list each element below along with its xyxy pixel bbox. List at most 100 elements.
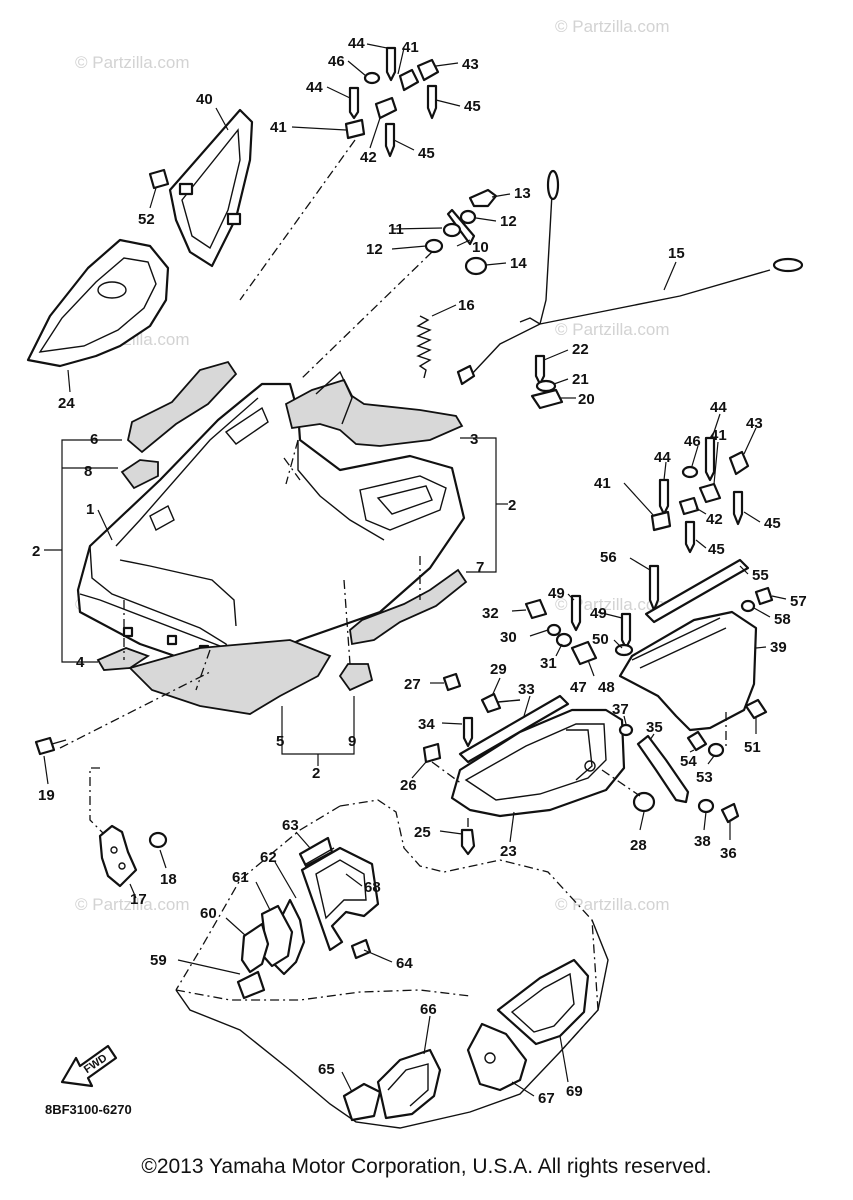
screw-part-34 xyxy=(462,716,474,748)
callout-label: 14 xyxy=(510,255,527,272)
bolt-part-19 xyxy=(34,736,67,785)
washer-part xyxy=(424,238,444,254)
pad-part-59 xyxy=(236,970,266,1000)
callout-label: 12 xyxy=(500,213,517,230)
callout-label: 51 xyxy=(744,739,761,756)
bolt-part-25 xyxy=(460,828,476,856)
clip-part xyxy=(678,496,700,516)
callout-label: 65 xyxy=(318,1061,335,1078)
nut-part xyxy=(650,510,672,532)
callout-label: 19 xyxy=(38,787,55,804)
callout-label: 8 xyxy=(84,463,92,480)
callout-label: 62 xyxy=(260,849,277,866)
callout-label: 56 xyxy=(600,549,617,566)
callout-label: 31 xyxy=(540,655,557,672)
callout-label: 25 xyxy=(414,824,431,841)
bracket-part-17 xyxy=(98,824,138,899)
foam-pad-5 xyxy=(128,639,332,715)
linkage-cluster xyxy=(299,188,511,381)
callout-label: 64 xyxy=(396,955,413,972)
screw-part xyxy=(426,84,438,120)
hull-lower xyxy=(175,799,609,1129)
callout-label: 53 xyxy=(696,769,713,786)
pad-part-69 xyxy=(496,958,590,1046)
callout-label: 41 xyxy=(594,475,611,492)
pad-part-67 xyxy=(466,1022,528,1092)
clip-part xyxy=(524,598,548,620)
washer-part xyxy=(614,643,634,657)
washer-part xyxy=(535,379,557,393)
callout-label: 41 xyxy=(270,119,287,136)
callout-label: 45 xyxy=(464,98,481,115)
bracket-part-40 xyxy=(168,107,254,268)
watermark: © Partzilla.com xyxy=(555,17,670,36)
callout-label: 46 xyxy=(684,433,701,450)
callout-label: 3 xyxy=(470,431,478,448)
pin-part xyxy=(468,188,498,208)
hood-fastener xyxy=(122,626,134,638)
callout-label: 42 xyxy=(706,511,723,528)
callout-label: 50 xyxy=(592,631,609,648)
hardware-cluster-top xyxy=(239,43,461,301)
storage-box-part-23 xyxy=(450,708,626,843)
callout-label: 46 xyxy=(328,53,345,70)
callout-label: 45 xyxy=(764,515,781,532)
grommet-part-28 xyxy=(632,791,656,813)
callout-label: 44 xyxy=(348,35,365,52)
foam-pad-3 xyxy=(284,378,464,447)
callout-label: 32 xyxy=(482,605,499,622)
callout-label: 16 xyxy=(458,297,475,314)
washer-part xyxy=(363,71,381,85)
bolt-part xyxy=(570,594,582,632)
hood-part-1 xyxy=(76,382,466,670)
callout-label: 43 xyxy=(746,415,763,432)
foam-pad-7 xyxy=(349,568,468,646)
callout-label: 33 xyxy=(518,681,535,698)
screw-part xyxy=(534,354,546,386)
washer-part-58 xyxy=(740,599,756,613)
callout-label: 24 xyxy=(58,395,75,412)
cover-part-24 xyxy=(26,238,170,393)
clip-part-57 xyxy=(754,586,774,606)
callout-label: 63 xyxy=(282,817,299,834)
callout-label: 69 xyxy=(566,1083,583,1100)
callout-label: 44 xyxy=(710,399,727,416)
callout-label: 30 xyxy=(500,629,517,646)
foam-pad-9 xyxy=(338,663,374,692)
callout-label: 49 xyxy=(548,585,565,602)
callout-label: 11 xyxy=(388,221,404,238)
pad-part-60 xyxy=(240,922,270,974)
callout-label: 58 xyxy=(774,611,791,628)
cover-shape xyxy=(26,238,170,368)
pad-part-66 xyxy=(376,1048,442,1120)
clip-part-51 xyxy=(744,698,768,720)
callout-label: 36 xyxy=(720,845,737,862)
callout-label: 45 xyxy=(708,541,725,558)
callout-label: 42 xyxy=(360,149,377,166)
watermark: © Partzilla.com xyxy=(75,895,190,914)
bolt-part xyxy=(385,46,397,82)
callout-label: 26 xyxy=(400,777,417,794)
callout-label: 68 xyxy=(364,879,381,896)
bracket-tab xyxy=(178,182,194,196)
washer-part xyxy=(555,632,573,648)
washer-part xyxy=(459,209,477,225)
callout-label: 15 xyxy=(668,245,685,262)
callout-label: 21 xyxy=(572,371,589,388)
callout-labels: 44 41 46 43 44 45 40 41 42 45 52 13 11 1… xyxy=(32,35,807,1107)
callout-label: 45 xyxy=(418,145,435,162)
diagram-code: 8BF3100-6270 xyxy=(45,1102,132,1117)
foam-pad-8 xyxy=(120,459,159,490)
link-arm-part xyxy=(446,208,476,246)
clip-part-27 xyxy=(442,672,462,692)
clip-part-26 xyxy=(422,742,442,764)
foam-pad-6 xyxy=(127,360,238,454)
callout-label: 44 xyxy=(654,449,671,466)
clip-part-54 xyxy=(686,730,708,752)
watermark: © Partzilla.com xyxy=(555,320,670,339)
callout-label: 1 xyxy=(86,501,94,518)
callout-label: 27 xyxy=(404,676,421,693)
callout-label: 61 xyxy=(232,869,249,886)
screw-part xyxy=(684,520,696,554)
